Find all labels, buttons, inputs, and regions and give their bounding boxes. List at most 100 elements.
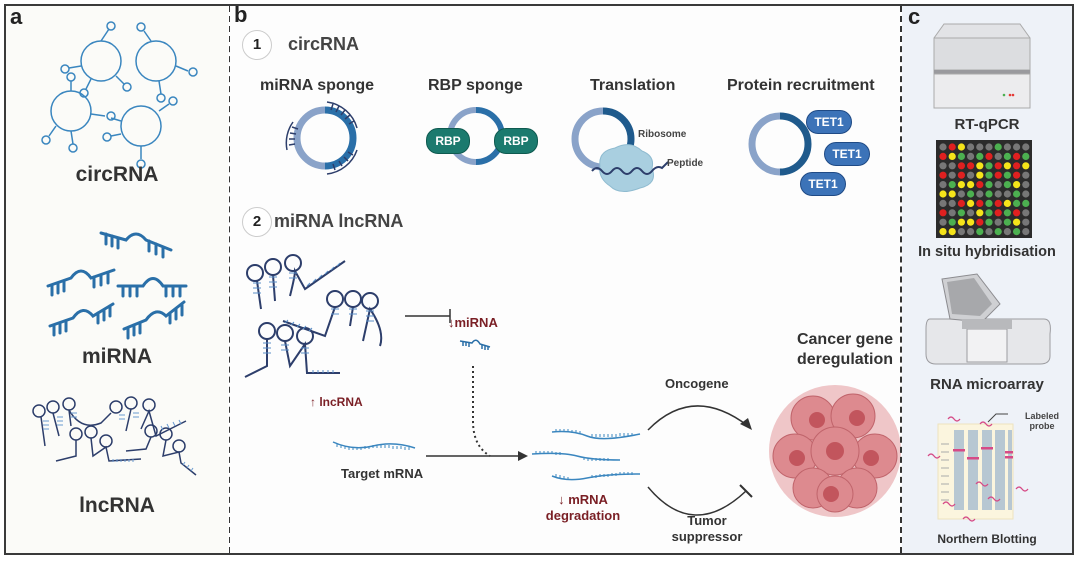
translation-icon [571, 107, 669, 192]
grid-spot [1022, 181, 1030, 189]
grid-spot [985, 152, 993, 160]
grid-spot [957, 162, 965, 170]
grid-spot [994, 228, 1002, 236]
panel-c: c RT-qPCR In situ hybridisation RNA micr… [902, 4, 1072, 553]
mirna-down-label: ↓miRNA [448, 315, 498, 330]
protein-recruitment-title: Protein recruitment [727, 77, 875, 94]
lncrna-up-label: ↑ lncRNA [310, 395, 363, 409]
tumor-suppressor-line1: Tumor [687, 513, 727, 528]
grid-spot [957, 190, 965, 198]
grid-spot [957, 209, 965, 217]
grid-spot [1003, 218, 1011, 226]
oncogene-label: Oncogene [665, 376, 729, 391]
cancer-gene-line2: deregulation [796, 351, 893, 368]
grid-spot [967, 218, 975, 226]
grid-spot [939, 209, 947, 217]
grid-spot [1003, 199, 1011, 207]
grid-spot [1022, 162, 1030, 170]
grid-spot [985, 143, 993, 151]
grid-spot [1013, 181, 1021, 189]
grid-spot [985, 190, 993, 198]
grid-spot [1013, 228, 1021, 236]
panel-c-label: c [908, 4, 921, 29]
grid-spot [957, 171, 965, 179]
grid-spot [967, 162, 975, 170]
mrna-degradation-line1: ↓ mRNA [558, 492, 608, 507]
labeled-probe-line2: probe [1029, 421, 1055, 431]
grid-spot [1022, 199, 1030, 207]
grid-spot [985, 218, 993, 226]
grid-spot [1022, 143, 1030, 151]
grid-spot [976, 228, 984, 236]
grid-spot [948, 171, 956, 179]
mirna-dotted-path [472, 366, 491, 457]
grid-spot [985, 209, 993, 217]
grid-spot [948, 152, 956, 160]
grid-spot [1003, 171, 1011, 179]
target-mrna-icon [332, 441, 416, 450]
grid-spot [967, 181, 975, 189]
grid-spot [957, 199, 965, 207]
grid-spot [1013, 152, 1021, 160]
grid-spot [1022, 171, 1030, 179]
section-2-number: 2 [242, 207, 272, 237]
mirna-label: miRNA [81, 345, 152, 368]
tet1-protein-1: TET1 [806, 110, 852, 134]
translation-title: Translation [590, 77, 676, 94]
grid-spot [976, 181, 984, 189]
grid-spot [1013, 218, 1021, 226]
grid-spot [994, 181, 1002, 189]
grid-spot [948, 199, 956, 207]
mirna-icon [46, 231, 188, 340]
grid-spot [994, 171, 1002, 179]
target-to-degradation-arrow [426, 451, 528, 461]
rbp-protein-left: RBP [426, 128, 470, 154]
grid-spot [1022, 152, 1030, 160]
panel-a-label: a [10, 4, 23, 29]
lncrna-inhibits-mirna-arrow [405, 309, 451, 323]
grid-spot [948, 181, 956, 189]
grid-spot [1003, 209, 1011, 217]
peptide-annotation: Peptide [667, 158, 704, 169]
grid-spot [957, 143, 965, 151]
tet1-protein-3: TET1 [800, 172, 846, 196]
tumor-cell-cluster-icon [769, 385, 901, 517]
lncrna-cluster-icon [244, 254, 383, 378]
target-mrna-label: Target mRNA [341, 466, 424, 481]
protein-recruitment-circrna-icon [748, 112, 812, 176]
northern-blot-icon [927, 413, 1029, 522]
microarray-scanner-icon [925, 273, 1051, 365]
grid-spot [976, 171, 984, 179]
cancer-gene-line1: Cancer gene [796, 331, 894, 348]
mirna-sponge-icon [285, 101, 358, 175]
grid-spot [948, 143, 956, 151]
grid-spot [939, 152, 947, 160]
microarray-grid-icon [936, 140, 1032, 238]
grid-spot [1013, 209, 1021, 217]
grid-spot [1013, 190, 1021, 198]
mrna-degradation-line2: degradation [545, 508, 621, 523]
lncrna-label: lncRNA [79, 494, 155, 517]
grid-spot [976, 199, 984, 207]
grid-spot [967, 152, 975, 160]
rna-microarray-label: RNA microarray [930, 376, 1044, 393]
grid-spot [994, 218, 1002, 226]
rt-qpcr-label: RT-qPCR [954, 116, 1020, 133]
grid-spot [994, 143, 1002, 151]
lncrna-icon [32, 396, 197, 476]
grid-spot [1022, 190, 1030, 198]
grid-spot [1003, 143, 1011, 151]
grid-spot [994, 152, 1002, 160]
grid-spot [948, 218, 956, 226]
grid-spot [967, 199, 975, 207]
grid-spot [976, 209, 984, 217]
in-situ-hybridisation-label: In situ hybridisation [918, 244, 1056, 260]
panel-a: a circRNA [6, 4, 228, 553]
grid-spot [985, 228, 993, 236]
grid-spot [1003, 228, 1011, 236]
section-1-number: 1 [242, 30, 272, 60]
grid-spot [948, 209, 956, 217]
circrna-icon [41, 21, 198, 169]
grid-spot [939, 143, 947, 151]
grid-spot [957, 181, 965, 189]
